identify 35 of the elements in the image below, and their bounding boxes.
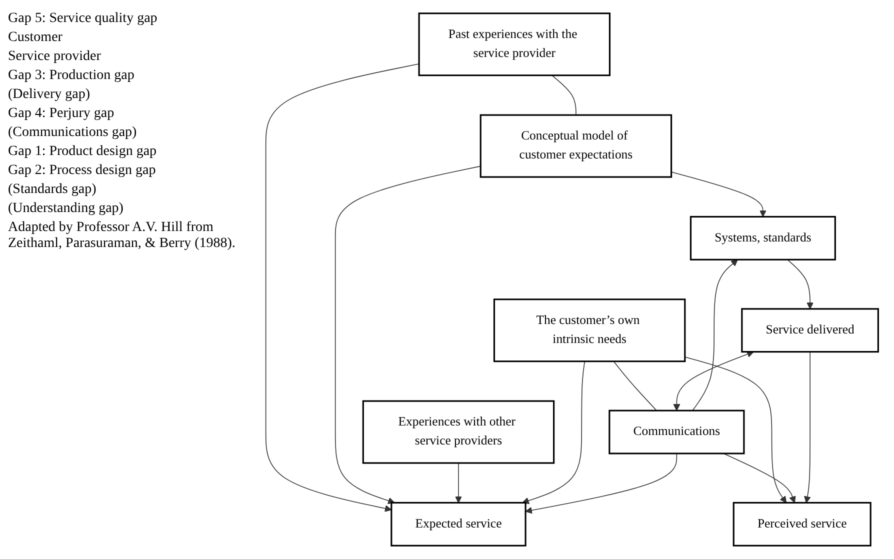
gap-label: Gap 2: Process design gap (8, 163, 157, 179)
gap-label: (Standards gap) (8, 182, 98, 198)
connector (552, 74, 576, 116)
arrow (787, 259, 814, 310)
arrow (684, 356, 787, 504)
source-caption: Adapted by Professor A.V. Hill from Zeithaml, Parasuraman, & Berry (1988). (8, 220, 236, 252)
gap-label: Service provider (8, 49, 102, 65)
arrow (673, 350, 754, 411)
gap-label: (Delivery gap) (8, 87, 92, 103)
gap-label: Gap 3: Production gap (8, 68, 136, 84)
arrow (692, 259, 738, 411)
connector (613, 360, 658, 411)
node-box: Perceived service (732, 502, 872, 546)
arrow (454, 462, 462, 504)
gap-label: Gap 5: Service quality gap (8, 11, 158, 27)
gap-label: Gap 4: Perjury gap (8, 106, 116, 122)
node-box: Communications (608, 410, 745, 454)
node-box: The customer’s own intrinsic needs (493, 298, 686, 362)
node-box: Expected service (390, 502, 526, 546)
node-box: Conceptual model of customer expectations (480, 114, 672, 178)
arrow (670, 172, 766, 218)
arrow (334, 166, 482, 504)
node-box: Service delivered (741, 308, 879, 353)
arrow (525, 453, 678, 514)
arrow (265, 63, 420, 512)
gap-label: (Communications gap) (8, 125, 138, 141)
arrow (723, 453, 796, 504)
gap-label: Gap 1: Product design gap (8, 144, 158, 160)
node-box: Experiences with other service providers (362, 400, 555, 464)
gap-label: Customer (8, 30, 64, 46)
gap-label: (Understanding gap) (8, 201, 124, 217)
arrow (804, 351, 811, 504)
arrow (522, 360, 586, 504)
node-box: Past experiences with the service provider (418, 12, 611, 76)
node-box: Systems, standards (690, 216, 836, 260)
